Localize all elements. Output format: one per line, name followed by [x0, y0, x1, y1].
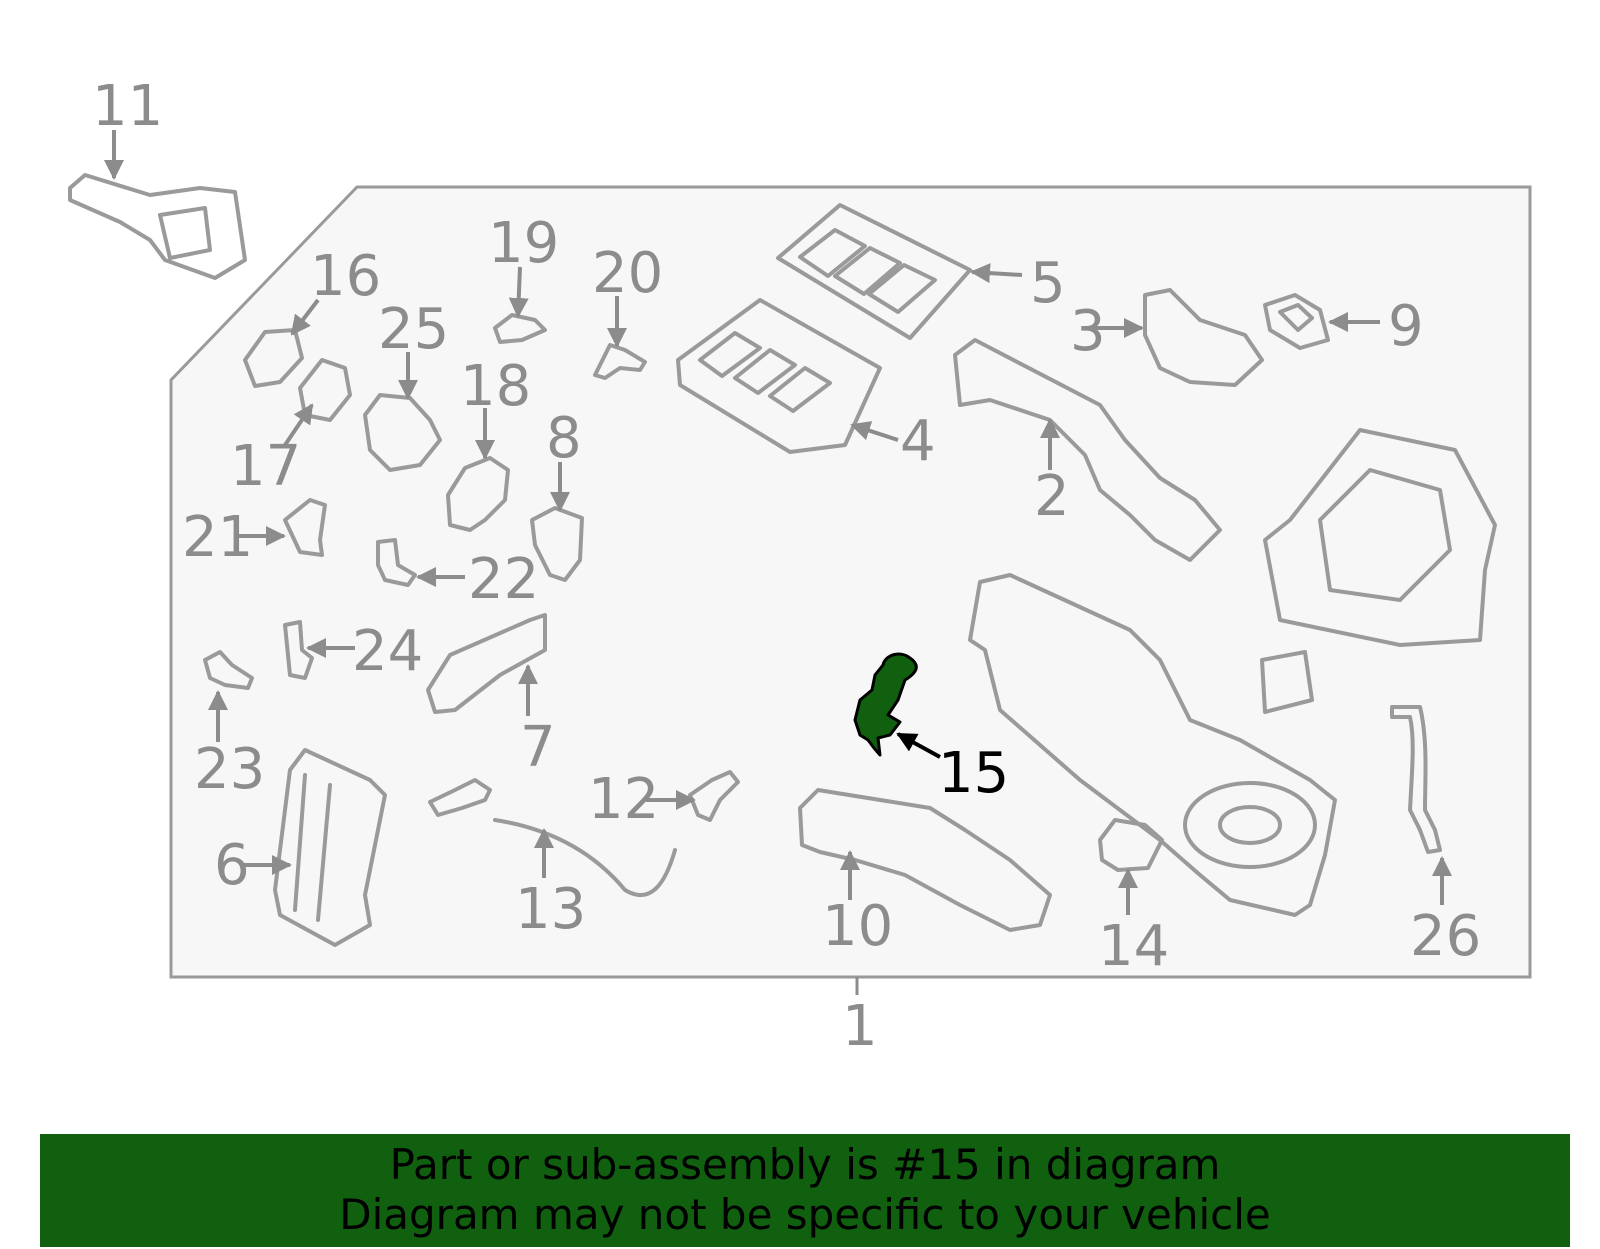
callout-19: 19 [488, 211, 559, 276]
part-plate [1260, 650, 1314, 714]
part-21-bracket [283, 498, 327, 557]
banner-line-2: Diagram may not be specific to your vehi… [339, 1190, 1271, 1239]
part-23-fitting [203, 650, 254, 690]
callout-22: 22 [468, 547, 539, 612]
part-9-seal [1263, 293, 1330, 350]
arrow-17 [283, 403, 314, 447]
arrow-19 [508, 266, 529, 318]
arrow-4 [850, 421, 899, 442]
callout-2: 2 [1034, 464, 1070, 529]
part-14-resistor [1098, 818, 1164, 872]
arrow-15 [896, 732, 941, 759]
callout-23: 23 [194, 737, 265, 802]
callout-25: 25 [378, 297, 449, 362]
part-18-gear [446, 456, 510, 532]
callout-4: 4 [900, 409, 936, 474]
callout-12: 12 [588, 767, 659, 832]
part-26-drain-hose [1390, 705, 1442, 854]
callout-26: 26 [1410, 904, 1481, 969]
part-10-duct [798, 788, 1052, 932]
callout-21: 21 [182, 505, 253, 570]
callout-5: 5 [1030, 251, 1066, 316]
part-11-duct [68, 173, 247, 280]
part-5-filter [776, 203, 972, 340]
part-6-duct [273, 748, 387, 947]
callout-9: 9 [1388, 294, 1424, 359]
callout-3: 3 [1070, 299, 1106, 364]
part-3-duct [1143, 288, 1264, 387]
callout-16: 16 [310, 244, 381, 309]
part-heater-case [968, 573, 1337, 917]
part-15-highlighted [853, 652, 918, 757]
arrow-5 [970, 263, 1023, 284]
part-25-actuator [363, 393, 442, 472]
callout-20: 20 [592, 241, 663, 306]
part-24-bracket [283, 620, 314, 680]
part-2-duct [953, 338, 1222, 562]
part-4-filter-housing [676, 298, 882, 454]
callout-6: 6 [214, 833, 250, 898]
arrow-16 [290, 298, 320, 336]
callout-11: 11 [92, 74, 163, 139]
callout-8: 8 [546, 406, 582, 471]
assembly-panel [169, 185, 1532, 979]
callout-17: 17 [230, 434, 301, 499]
part-7-bracket [426, 613, 547, 714]
callout-7: 7 [520, 715, 556, 780]
part-16-fitting [243, 328, 304, 388]
part-22-sensor [376, 538, 417, 587]
callout-18: 18 [460, 354, 531, 419]
banner-line-1: Part or sub-assembly is #15 in diagram [389, 1140, 1221, 1189]
callout-13: 13 [515, 877, 586, 942]
part-blower-case [1263, 428, 1497, 647]
callout-15: 15 [938, 741, 1009, 806]
callout-10: 10 [822, 894, 893, 959]
callout-1: 1 [842, 994, 878, 1059]
part-12-valve [688, 770, 740, 822]
callout-24: 24 [352, 619, 423, 684]
callout-14: 14 [1098, 914, 1169, 979]
info-banner: Part or sub-assembly is #15 in diagram D… [40, 1134, 1570, 1247]
